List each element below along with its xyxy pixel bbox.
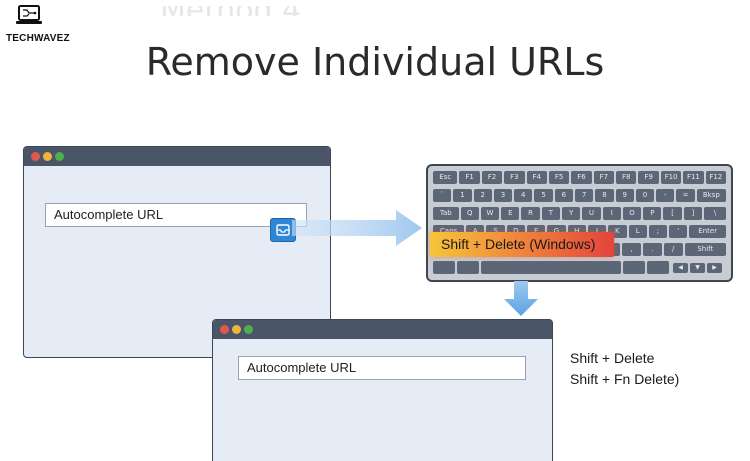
key[interactable]: F9 (638, 171, 659, 184)
key[interactable]: F8 (616, 171, 637, 184)
key[interactable]: Q (460, 207, 479, 220)
shortcut-note-mac: Shift + Fn Delete) (570, 371, 680, 387)
minimize-dot[interactable] (232, 325, 241, 334)
key[interactable]: O (622, 207, 642, 220)
browser-window-bottom: Autocomplete URL (212, 319, 553, 461)
key[interactable]: = (676, 189, 695, 202)
key[interactable]: 5 (534, 189, 553, 202)
key-alt[interactable] (457, 261, 479, 274)
key[interactable]: 4 (514, 189, 533, 202)
key[interactable]: Y (562, 207, 581, 220)
maximize-dot[interactable] (55, 152, 64, 161)
key[interactable]: [ (663, 207, 682, 220)
key[interactable]: F11 (683, 171, 704, 184)
maximize-dot[interactable] (244, 325, 253, 334)
key[interactable]: 7 (575, 189, 594, 202)
key[interactable]: P (643, 207, 662, 220)
url-field[interactable]: Autocomplete URL (238, 356, 526, 380)
key[interactable]: 9 (615, 189, 634, 202)
key[interactable]: Enter (689, 225, 726, 238)
arrow-down-icon (504, 281, 538, 316)
key[interactable]: F1 (459, 171, 480, 184)
key[interactable]: L (628, 225, 647, 238)
close-dot[interactable] (31, 152, 40, 161)
key[interactable]: 6 (554, 189, 573, 202)
key-ctrl-right[interactable] (647, 261, 669, 274)
brand-name: TECHWAVEZ (6, 33, 70, 44)
key[interactable]: ' (669, 225, 688, 238)
key[interactable]: F6 (571, 171, 592, 184)
key[interactable]: . (642, 243, 662, 256)
key[interactable]: T (541, 207, 561, 220)
key[interactable]: / (663, 243, 683, 256)
key-ctrl[interactable] (433, 261, 455, 274)
key[interactable]: 2 (473, 189, 492, 202)
key[interactable]: 1 (453, 189, 472, 202)
key[interactable]: - (656, 189, 675, 202)
arrow-right-icon (292, 210, 422, 246)
key[interactable]: Tab (433, 207, 459, 220)
key[interactable]: E (501, 207, 520, 220)
arrow-left-key[interactable]: ◀ (673, 263, 688, 273)
key[interactable]: F2 (481, 171, 503, 184)
window-titlebar (24, 147, 330, 166)
key[interactable]: F4 (526, 171, 547, 184)
key[interactable]: R (521, 207, 540, 220)
arrow-down-key[interactable]: ▼ (690, 263, 705, 273)
key[interactable]: F3 (504, 171, 525, 184)
window-titlebar (213, 320, 552, 339)
key[interactable]: F5 (548, 171, 570, 184)
key-space[interactable] (481, 261, 621, 274)
key[interactable]: Shift (684, 243, 726, 256)
url-field[interactable]: Autocomplete URL (45, 203, 307, 227)
key[interactable]: F10 (660, 171, 682, 184)
key[interactable]: , (622, 243, 641, 256)
laptop-icon (16, 5, 42, 24)
shortcut-note-windows: Shift + Delete (570, 350, 655, 366)
key-alt-right[interactable] (623, 261, 645, 274)
key[interactable]: U (582, 207, 601, 220)
key[interactable]: ; (648, 225, 668, 238)
arrow-right-key[interactable]: ▶ (707, 263, 722, 273)
key[interactable]: 3 (493, 189, 513, 202)
key[interactable]: ` (433, 189, 452, 202)
key[interactable]: W (480, 207, 500, 220)
key[interactable]: F12 (705, 171, 726, 184)
page-title: Remove Individual URLs (145, 40, 605, 84)
shortcut-highlight: Shift + Delete (Windows) (430, 232, 614, 257)
key[interactable]: ] (683, 207, 703, 220)
key[interactable]: Esc (433, 171, 458, 184)
minimize-dot[interactable] (43, 152, 52, 161)
key[interactable]: I (602, 207, 621, 220)
techwavez-logo: TECHWAVEZ (6, 5, 70, 45)
key[interactable]: \ (704, 207, 726, 220)
key[interactable]: Bksp (696, 189, 726, 202)
ghost-title: Method 4 (160, 6, 360, 16)
key[interactable]: 0 (635, 189, 655, 202)
key[interactable]: 8 (595, 189, 614, 202)
close-dot[interactable] (220, 325, 229, 334)
key[interactable]: F7 (593, 171, 615, 184)
inbox-icon (276, 224, 290, 236)
